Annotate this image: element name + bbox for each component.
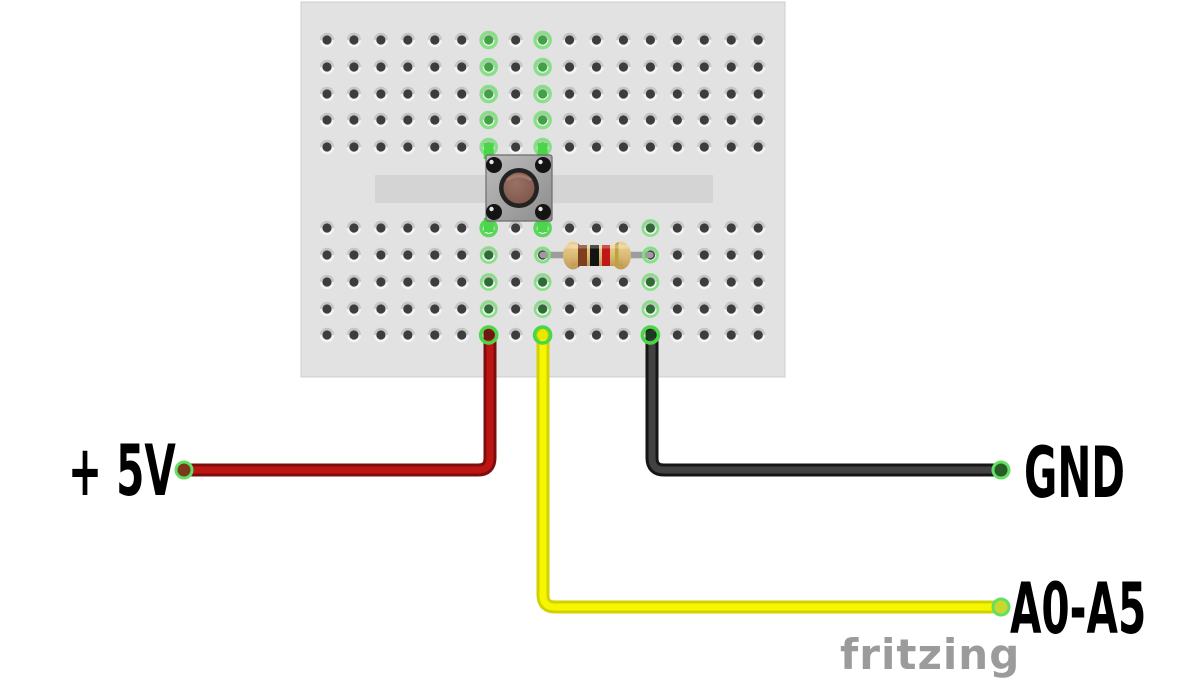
- resistor-band-brown: [578, 241, 587, 270]
- pushbutton-pin-highlight: [537, 218, 548, 232]
- resistor-connection-highlight: [641, 246, 659, 264]
- label-a0-a5: A0-A5: [1010, 568, 1147, 650]
- power-wire: [183, 326, 497, 477]
- pushbutton-leg: [486, 204, 502, 220]
- resistor-band-black: [590, 241, 599, 270]
- wire-endpoint: [174, 460, 194, 480]
- wire-board-connection: [532, 325, 553, 345]
- pushbutton-leg: [486, 157, 502, 173]
- pushbutton-pin-highlight: [483, 218, 494, 232]
- wire-board-connection: [478, 325, 499, 345]
- resistor: [534, 241, 659, 270]
- wire-board-connection: [640, 325, 661, 345]
- resistor-band-gold: [615, 241, 619, 270]
- breadboard-holes: [319, 30, 766, 343]
- pushbutton-pin-highlight: [483, 143, 494, 159]
- pushbutton-pin-highlight: [537, 143, 548, 159]
- label-gnd: GND: [1024, 432, 1126, 514]
- wire-endpoint: [991, 460, 1011, 480]
- fritzing-logo: fritzing: [840, 630, 1021, 679]
- pushbutton-leg: [535, 157, 551, 173]
- pushbutton-leg: [535, 204, 551, 220]
- signal-wire: [536, 326, 1003, 614]
- pushbutton: [483, 143, 553, 232]
- resistor-band-red: [602, 241, 610, 270]
- ground-wire: [645, 326, 1003, 477]
- wire-endpoint: [991, 597, 1011, 617]
- resistor-connection-highlight: [534, 246, 552, 264]
- pushbutton-cap: [503, 172, 535, 204]
- label-5v: + 5V: [68, 430, 176, 512]
